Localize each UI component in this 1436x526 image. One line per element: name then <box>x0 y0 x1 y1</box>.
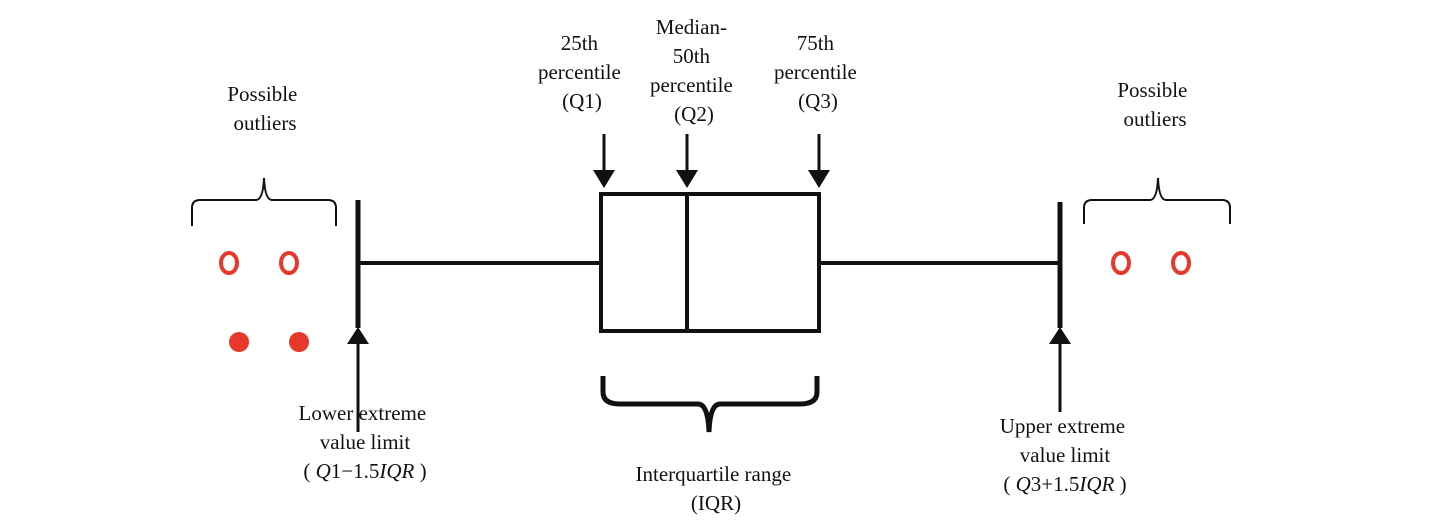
outlier-open-point <box>1171 251 1191 275</box>
lower-limit-label: Lower extreme value limit <box>299 401 432 454</box>
upper-limit-label: Upper extreme value limit <box>1000 414 1131 467</box>
right-outliers-label: Possible outliers <box>1117 78 1192 131</box>
iqr-label: Interquartile range (IQR) <box>636 462 797 515</box>
median-arrow <box>676 134 698 188</box>
iqr-box <box>599 192 821 333</box>
outlier-filled-point <box>229 332 249 352</box>
q3-label: 75th percentile (Q3) <box>774 31 862 113</box>
left-outliers-label: Possible outliers <box>227 82 302 135</box>
outlier-open-point <box>219 251 239 275</box>
upper-limit-arrow <box>1049 327 1071 412</box>
q3-arrow <box>808 134 830 188</box>
lower-limit-formula: ( Q1−1.5IQR ) <box>303 459 426 483</box>
outlier-open-point <box>279 251 299 275</box>
q1-label: 25th percentile (Q1) <box>538 31 626 113</box>
left-outlier-brace <box>191 177 337 226</box>
right-outlier-brace <box>1083 177 1231 224</box>
upper-limit-formula: ( Q3+1.5IQR ) <box>1003 472 1126 496</box>
outlier-open-point <box>1111 251 1131 275</box>
q1-arrow <box>593 134 615 188</box>
lower-limit-arrow <box>347 327 369 432</box>
iqr-brace <box>600 376 820 433</box>
median-label: Median- 50th percentile (Q2) <box>650 15 738 126</box>
outlier-filled-point <box>289 332 309 352</box>
